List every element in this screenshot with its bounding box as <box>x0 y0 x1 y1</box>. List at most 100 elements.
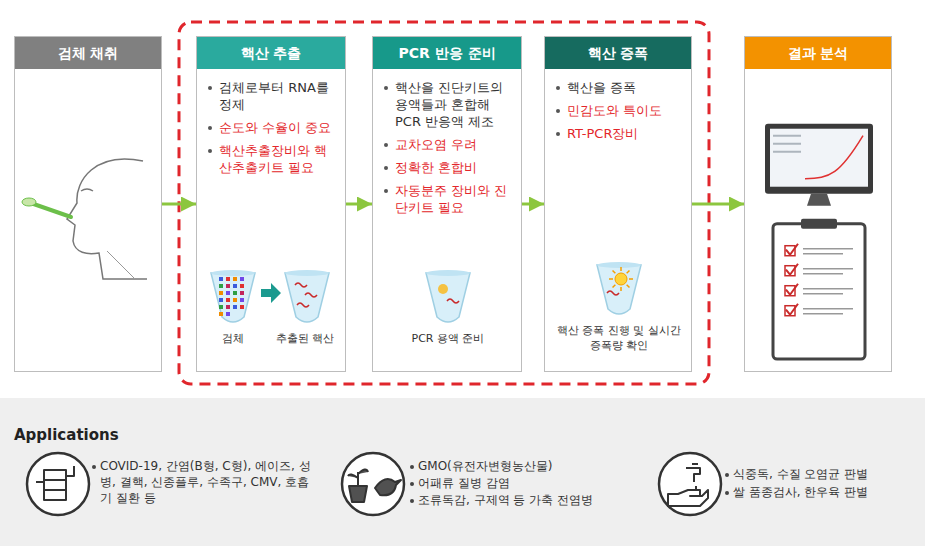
glow-ray <box>620 287 622 291</box>
bullet-text: 핵산추출장비와 핵산추출키트 필요 <box>219 142 339 176</box>
step-heading: PCR 반응 준비 <box>373 37 521 69</box>
sample-particle <box>233 298 237 302</box>
clipboard-clip <box>801 219 837 229</box>
bullet-dot <box>725 491 729 495</box>
application-icon <box>342 453 404 515</box>
monitor-stand <box>807 194 831 206</box>
bullet-text: 핵산을 진단키트의 용액들과 혼합해 PCR 반응액 제조 <box>395 79 515 130</box>
process-arrow <box>261 283 281 303</box>
step-heading: 검체 채취 <box>15 37 161 69</box>
sample-particle <box>240 305 244 309</box>
tube-rim <box>426 270 470 276</box>
bullet-text: 교차오염 우려 <box>395 136 515 153</box>
image-caption: PCR 용액 준비 <box>383 331 513 346</box>
bullet-dot <box>556 132 560 136</box>
screen-lines <box>773 136 801 152</box>
bullet-dot <box>384 166 388 170</box>
sample-particle <box>226 277 230 281</box>
image-caption: 검체 <box>203 331 263 346</box>
application-item: 식중독, 수질 오염균 판별 <box>733 466 918 482</box>
glow-ray <box>627 271 630 274</box>
nucleic-acid <box>447 299 459 303</box>
bullet-list: 핵산을 증폭민감도와 특이도RT-PCR장비 <box>555 79 685 148</box>
tube <box>211 273 255 322</box>
bullet-row: 핵산을 진단키트의 용액들과 혼합해 PCR 반응액 제조 <box>383 79 515 130</box>
sample-particle <box>219 298 223 302</box>
sample-particle <box>240 284 244 288</box>
icon-glyph <box>668 464 708 506</box>
monitor-screen <box>770 129 868 187</box>
eye <box>81 189 93 191</box>
sample-particle <box>219 312 223 316</box>
bullet-list: 핵산을 진단키트의 용액들과 혼합해 PCR 반응액 제조교차오염 우려정확한 … <box>383 79 515 222</box>
process-box: 핵산 증폭핵산을 증폭민감도와 특이도RT-PCR장비핵산 증폭 진행 및 실시… <box>544 36 692 372</box>
bullet-row: 핵산을 증폭 <box>555 79 685 96</box>
tube <box>285 273 329 322</box>
flow-arrow <box>522 203 544 206</box>
highlight-region <box>179 22 709 384</box>
bullet-text: 검체로부터 RNA를 정제 <box>219 79 339 113</box>
sample-particle <box>219 291 223 295</box>
glow-ray <box>613 285 616 288</box>
process-box: 결과 분석 <box>744 36 892 372</box>
bullet-dot <box>556 86 560 90</box>
sample-particle <box>226 305 230 309</box>
application-icon <box>659 453 721 515</box>
glow-ray <box>627 285 630 288</box>
monitor <box>765 124 873 194</box>
head-profile <box>67 159 147 279</box>
bullet-dot <box>208 86 212 90</box>
bullet-dot <box>384 143 388 147</box>
icon-glyph <box>36 466 74 500</box>
sample-particle <box>233 291 237 295</box>
sample-particle <box>226 284 230 288</box>
bullet-dot <box>384 86 388 90</box>
bullet-text: 정확한 혼합비 <box>395 159 515 176</box>
sample-particle <box>219 305 223 309</box>
sample-particle <box>240 277 244 281</box>
tube-rim <box>285 270 329 276</box>
list-line <box>803 309 853 314</box>
sample-particle <box>219 284 223 288</box>
step-heading: 핵산 증폭 <box>545 37 691 69</box>
reagent <box>438 284 448 294</box>
bullet-row: 정확한 혼합비 <box>383 159 515 176</box>
bullet-dot <box>410 482 414 486</box>
process-box: PCR 반응 준비핵산을 진단키트의 용액들과 혼합해 PCR 반응액 제조교차… <box>372 36 522 372</box>
nucleic-acid <box>295 283 307 287</box>
sample-particle <box>226 298 230 302</box>
sample-particle <box>233 305 237 309</box>
bullet-dot <box>208 149 212 153</box>
flow-arrow <box>692 203 744 206</box>
image-caption: 추출된 핵산 <box>265 331 345 346</box>
step-heading: 핵산 추출 <box>197 37 345 69</box>
bullet-row: 자동분주 장비와 진단키트 필요 <box>383 182 515 216</box>
glow-ray <box>629 278 633 280</box>
image-caption: 핵산 증폭 진행 및 실시간 증폭량 확인 <box>553 323 685 353</box>
bullet-text: 핵산을 증폭 <box>567 79 685 96</box>
bullet-row: 순도와 수율이 중요 <box>207 119 339 136</box>
bullet-row: 교차오염 우려 <box>383 136 515 153</box>
swab-tip <box>22 198 36 206</box>
checkmark <box>786 304 798 315</box>
flow-arrow <box>346 203 372 206</box>
sample-particle <box>240 298 244 302</box>
bullet-text: 자동분주 장비와 진단키트 필요 <box>395 182 515 216</box>
flow-arrow <box>162 203 196 206</box>
bullet-dot <box>725 473 729 477</box>
application-icon <box>27 453 89 515</box>
bullet-dot <box>410 465 414 469</box>
tube-rim <box>597 262 641 268</box>
bullet-list: 검체로부터 RNA를 정제순도와 수율이 중요핵산추출장비와 핵산추출키트 필요 <box>207 79 339 182</box>
bullet-text: 민감도와 특이도 <box>567 102 685 119</box>
nucleic-acid <box>297 303 309 307</box>
bullet-dot <box>410 499 414 503</box>
tube <box>597 265 641 314</box>
sample-particle <box>226 291 230 295</box>
checkmark <box>786 244 798 255</box>
list-line <box>803 289 853 294</box>
bullet-row: 핵산추출장비와 핵산추출키트 필요 <box>207 142 339 176</box>
clipboard <box>773 224 865 359</box>
glow-ray <box>609 278 613 280</box>
application-item: GMO(유전자변형농산물) <box>418 458 648 474</box>
